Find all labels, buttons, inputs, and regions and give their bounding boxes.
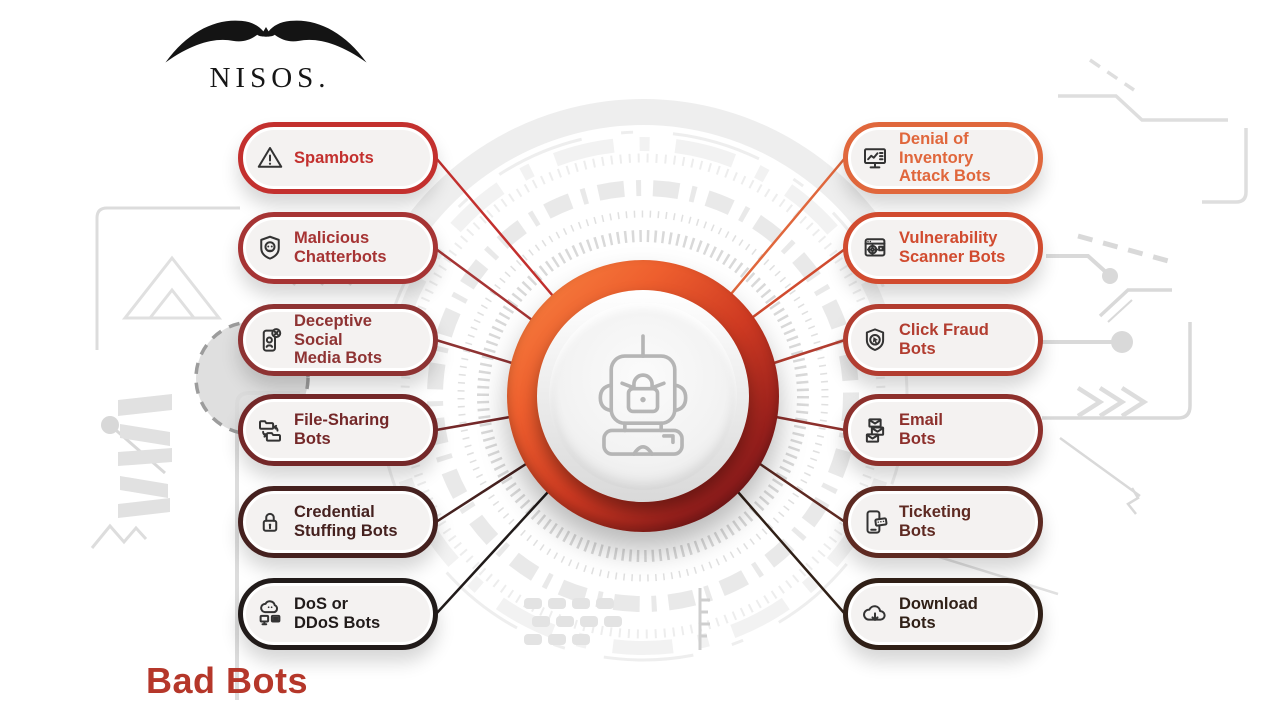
connector-line [775,415,846,432]
bad-bot-item-file-sharing-bots: File-Sharing Bots [238,394,438,466]
eagle-icon [165,20,367,63]
vulnerability-scanner-icon [860,233,890,263]
bad-bot-item-spambots: Spambots [238,122,438,194]
bad-bot-item-dos-ddos-bots: DoS or DDoS Bots [238,578,438,650]
bad-bot-item-email-bots: Email Bots [843,394,1043,466]
connector-line [737,491,846,615]
skull-shield-icon [255,233,285,263]
hub-face [549,302,737,490]
connector-line [752,247,846,319]
bad-bot-label: Denial of Inventory Attack Bots [899,129,991,186]
bad-bot-item-credential-stuffing-bots: Credential Stuffing Bots [238,486,438,558]
connector-line [730,157,846,295]
central-hub [507,260,779,532]
connector-line [435,338,513,365]
connector-line [773,338,846,365]
bad-bot-item-download-bots: Download Bots [843,578,1043,650]
file-sharing-icon [255,415,285,445]
deceptive-phone-icon [255,325,285,355]
ddos-cloud-icon [255,599,285,629]
connector-line [759,462,846,524]
bad-bot-label: Spambots [294,148,374,167]
inventory-monitor-icon [860,143,890,173]
padlock-icon [255,507,285,537]
bad-bot-label: Click Fraud Bots [899,321,989,358]
hub-ring [507,260,779,532]
bad-bot-label: Vulnerability Scanner Bots [899,229,1006,266]
connector-line [435,247,533,322]
bad-bot-label: Deceptive Social Media Bots [294,311,383,368]
bad-bot-item-ticketing-bots: Ticketing Bots [843,486,1043,558]
bad-bot-item-deceptive-social-media-bots: Deceptive Social Media Bots [238,304,438,376]
bad-bot-item-vulnerability-scanner-bots: Vulnerability Scanner Bots [843,212,1043,284]
page-title: Bad Bots [146,660,309,701]
bad-bot-label: Malicious Chatterbots [294,229,387,266]
bad-bot-label: File-Sharing Bots [294,411,390,448]
warning-triangle-icon [255,143,285,173]
click-fraud-shield-icon [860,325,890,355]
ticketing-phone-icon [860,507,890,537]
hub-bevel [537,290,749,502]
cloud-download-icon [860,599,890,629]
bad-bot-item-click-fraud-bots: Click Fraud Bots [843,304,1043,376]
bad-bot-label: Ticketing Bots [899,503,972,540]
connector-line [435,491,549,615]
bad-bot-label: Email Bots [899,411,944,448]
bad-bot-label: DoS or DDoS Bots [294,595,381,632]
connector-line [435,157,554,297]
connector-line [435,415,511,432]
connector-line [435,462,527,524]
brand-name: NISOS. [209,62,331,94]
bad-bot-label: Download Bots [899,595,978,632]
email-stack-icon [860,415,890,445]
locked-robot-icon [598,334,688,456]
bad-bot-label: Credential Stuffing Bots [294,503,398,540]
bad-bot-item-malicious-chatterbots: Malicious Chatterbots [238,212,438,284]
nisos-logo: NISOS. [148,14,392,95]
bad-bot-item-denial-of-inventory-attack-bots: Denial of Inventory Attack Bots [843,122,1043,194]
